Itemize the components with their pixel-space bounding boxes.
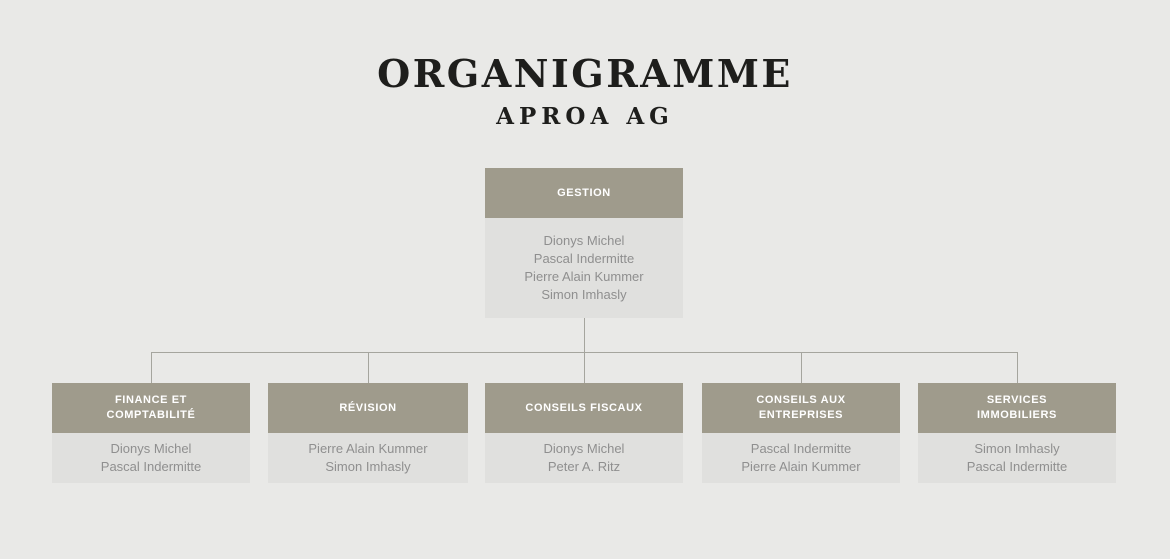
org-box-services-immobiliers-title: SERVICES IMMOBILIERS bbox=[918, 383, 1116, 433]
org-box-finance-comptabilite-title: FINANCE ET COMPTABILITÉ bbox=[52, 383, 250, 433]
org-box-gestion-members: Dionys Michel Pascal Indermitte Pierre A… bbox=[485, 218, 683, 318]
org-box-conseils-entreprises: CONSEILS AUX ENTREPRISES Pascal Indermit… bbox=[702, 383, 900, 483]
org-box-finance-comptabilite: FINANCE ET COMPTABILITÉ Dionys Michel Pa… bbox=[52, 383, 250, 483]
connector-root-stem bbox=[584, 318, 585, 353]
org-box-services-immobiliers: SERVICES IMMOBILIERS Simon Imhasly Pasca… bbox=[918, 383, 1116, 483]
org-box-gestion-title: GESTION bbox=[485, 168, 683, 218]
page-subtitle: APROA AG bbox=[496, 103, 674, 130]
org-box-conseils-fiscaux-title: CONSEILS FISCAUX bbox=[485, 383, 683, 433]
org-box-conseils-entreprises-members: Pascal Indermitte Pierre Alain Kummer bbox=[702, 433, 900, 483]
connector-drop-revision bbox=[368, 352, 369, 383]
org-box-gestion: GESTION Dionys Michel Pascal Indermitte … bbox=[485, 168, 683, 318]
connector-drop-finance bbox=[151, 352, 152, 383]
org-box-conseils-fiscaux-members: Dionys Michel Peter A. Ritz bbox=[485, 433, 683, 483]
org-box-conseils-fiscaux: CONSEILS FISCAUX Dionys Michel Peter A. … bbox=[485, 383, 683, 483]
org-box-services-immobiliers-members: Simon Imhasly Pascal Indermitte bbox=[918, 433, 1116, 483]
connector-drop-conseils-entreprises bbox=[801, 352, 802, 383]
org-box-revision: RÉVISION Pierre Alain Kummer Simon Imhas… bbox=[268, 383, 468, 483]
page-title: ORGANIGRAMME bbox=[377, 51, 793, 96]
org-box-conseils-entreprises-title: CONSEILS AUX ENTREPRISES bbox=[702, 383, 900, 433]
org-box-revision-members: Pierre Alain Kummer Simon Imhasly bbox=[268, 433, 468, 483]
connector-drop-services-immobiliers bbox=[1017, 352, 1018, 383]
connector-drop-conseils-fiscaux bbox=[584, 352, 585, 383]
org-box-revision-title: RÉVISION bbox=[268, 383, 468, 433]
org-box-finance-comptabilite-members: Dionys Michel Pascal Indermitte bbox=[52, 433, 250, 483]
